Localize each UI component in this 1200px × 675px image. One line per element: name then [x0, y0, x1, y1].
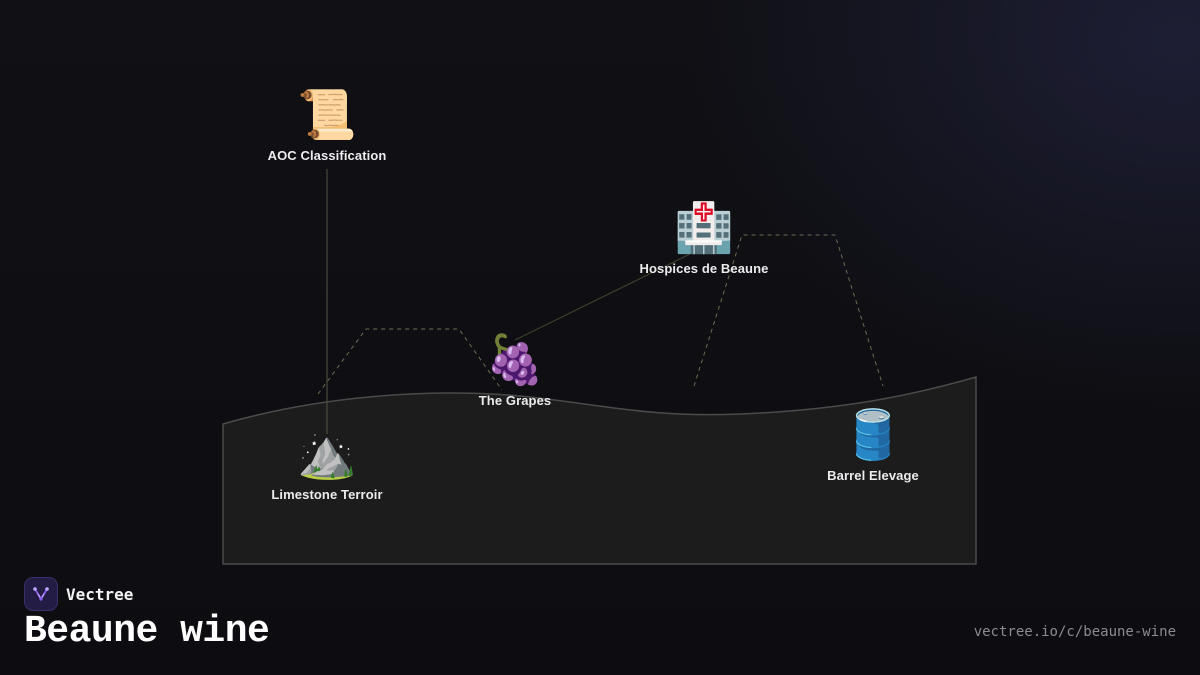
node-limestone-terroir[interactable]: ⛰️ Limestone Terroir — [271, 427, 382, 502]
brand[interactable]: Vectree — [24, 577, 133, 611]
scroll-icon: 📜 — [297, 89, 357, 142]
node-label: Limestone Terroir — [271, 487, 383, 502]
dashed-outline-left — [317, 328, 503, 395]
node-label: Hospices de Beaune — [639, 261, 769, 276]
mountain-icon: ⛰️ — [297, 428, 357, 481]
node-hospices-de-beaune[interactable]: 🏥 Hospices de Beaune — [640, 201, 769, 276]
page-title: Beaune wine — [24, 610, 270, 653]
node-label: AOC Classification — [267, 148, 387, 163]
node-label: The Grapes — [478, 393, 552, 408]
terrain-hill — [222, 376, 977, 565]
barrel-icon: 🛢️ — [843, 409, 903, 462]
node-barrel-elevage[interactable]: 🛢️ Barrel Elevage — [827, 408, 919, 483]
link-grapes-hospices — [514, 253, 691, 341]
grapes-icon: 🍇 — [485, 334, 545, 387]
node-the-grapes[interactable]: 🍇 The Grapes — [479, 333, 552, 408]
vectree-logo-icon — [24, 577, 58, 611]
node-aoc-classification[interactable]: 📜 AOC Classification — [268, 88, 387, 163]
node-label: Barrel Elevage — [827, 468, 919, 483]
dashed-outline-right — [693, 234, 884, 387]
source-url[interactable]: vectree.io/c/beaune-wine — [973, 624, 1176, 640]
brand-name: Vectree — [66, 584, 134, 604]
hospital-icon: 🏥 — [674, 202, 734, 255]
